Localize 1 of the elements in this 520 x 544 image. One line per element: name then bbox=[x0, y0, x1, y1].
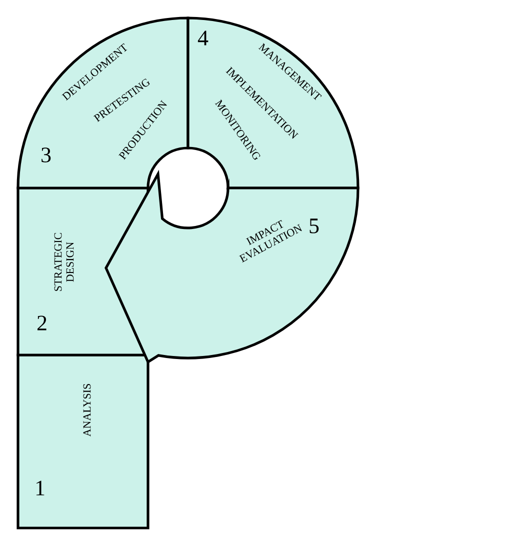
stage-segment: 1 ANALYSIS bbox=[16, 354, 150, 530]
